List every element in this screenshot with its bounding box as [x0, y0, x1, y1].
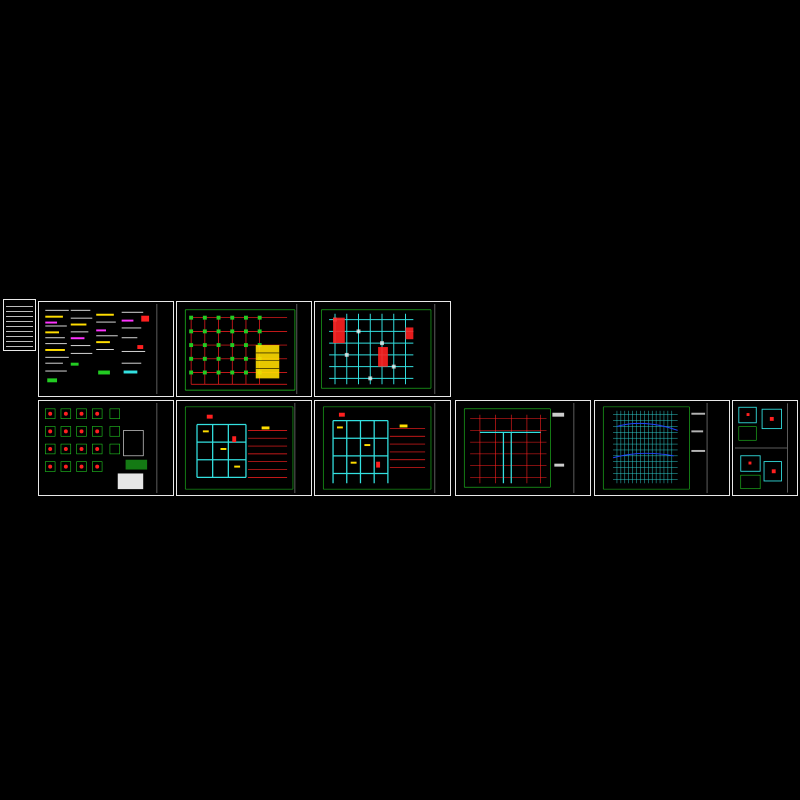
beam-plan-1-drawing	[184, 402, 296, 494]
column-layout-plan-drawing	[184, 303, 298, 395]
foundation-plan-drawing	[321, 303, 436, 395]
general-notes-drawing	[45, 303, 158, 395]
foundation-plan-sheet	[314, 301, 451, 397]
roof-frame-plan-drawing	[463, 402, 575, 494]
beam-plan-2-sheet	[314, 400, 451, 496]
beam-plan-1-sheet	[176, 400, 312, 496]
stair-details-sheet	[732, 400, 798, 496]
roof-frame-plan-sheet	[455, 400, 591, 496]
general-notes-sheet	[38, 301, 174, 397]
slab-reinforcement-plan-sheet	[594, 400, 730, 496]
stair-details-drawing	[734, 403, 788, 493]
slab-reinforcement-plan-drawing	[602, 402, 708, 494]
beam-plan-2-drawing	[322, 402, 436, 494]
pile-cap-details-sheet	[38, 400, 174, 496]
drawing-index-sheet	[3, 299, 36, 351]
column-layout-plan-sheet	[176, 301, 312, 397]
pile-cap-details-drawing	[44, 402, 158, 494]
